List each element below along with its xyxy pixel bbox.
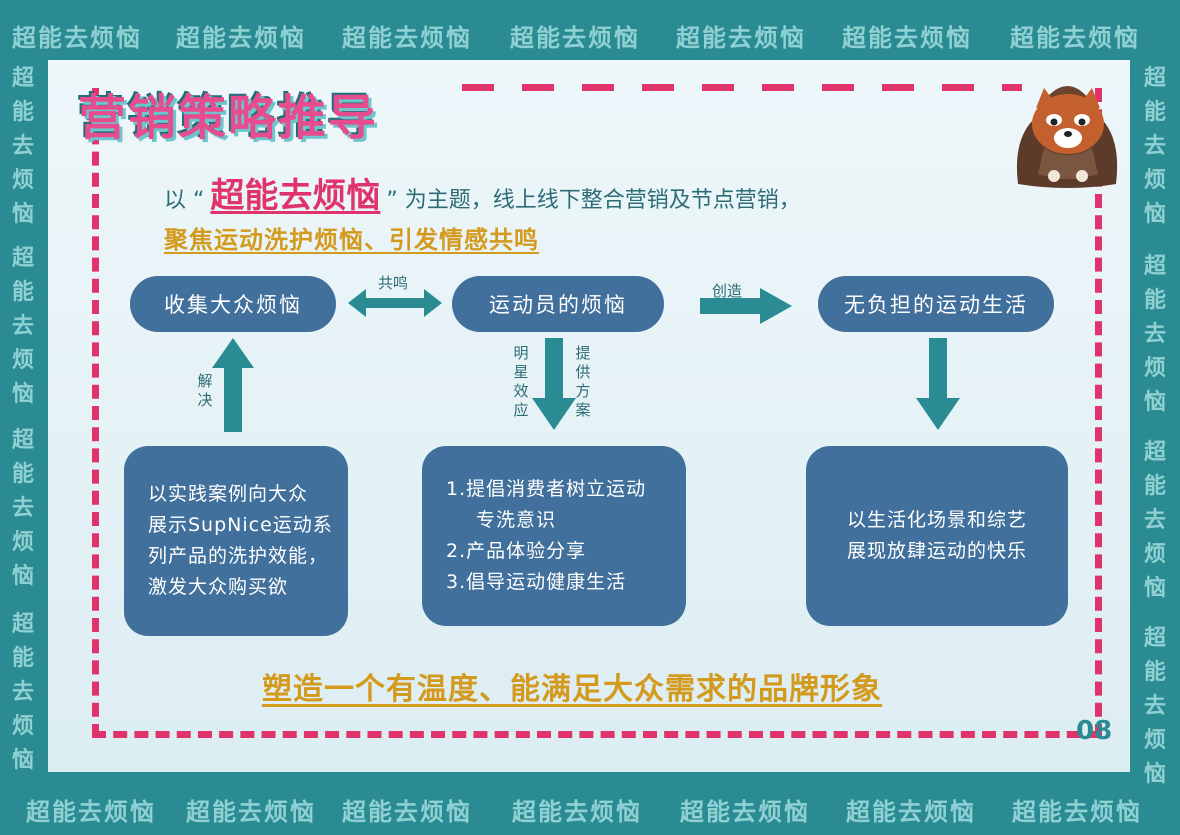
- edge-label-provide: 提供方案: [575, 344, 591, 419]
- card-left-line-1: 以实践案例向大众: [148, 483, 309, 505]
- watermark-left-2: 超能去烦恼: [11, 246, 34, 407]
- watermark-right-1: 超能去烦恼: [1143, 66, 1166, 227]
- theme-prefix: 以 “: [164, 188, 205, 213]
- dashed-frame: [92, 88, 1102, 738]
- red-panda-mascot-icon: [1016, 86, 1118, 188]
- arrow-resonance: [348, 289, 442, 317]
- card-middle-line-2: 专洗意识: [476, 509, 557, 531]
- watermark-bottom-7: 超能去烦恼: [1012, 798, 1142, 826]
- watermark-right-4: 超能去烦恼: [1143, 626, 1166, 787]
- dashed-frame-top: [462, 84, 1022, 91]
- node-athlete-troubles: 运动员的烦恼: [452, 276, 664, 332]
- card-proposals: 1.提倡消费者树立运动 专洗意识 2.产品体验分享 3.倡导运动健康生活: [422, 446, 686, 626]
- arrow-solve: [212, 338, 254, 432]
- page-title: 营销策略推导: [78, 90, 379, 146]
- watermark-left-4: 超能去烦恼: [11, 612, 34, 773]
- theme-line: 以 “超能去烦恼” 为主题，线上线下整合营销及节点营销，: [164, 168, 801, 217]
- watermark-bottom-6: 超能去烦恼: [846, 798, 976, 826]
- arrow-life-down: [916, 338, 960, 430]
- card-practice-cases: 以实践案例向大众 展示SupNice运动系 列产品的洗护效能， 激发大众购买欲: [124, 446, 348, 636]
- watermark-left-3: 超能去烦恼: [11, 428, 34, 589]
- watermark-bottom-1: 超能去烦恼: [26, 798, 156, 826]
- watermark-right-3: 超能去烦恼: [1143, 440, 1166, 601]
- watermark-bottom-3: 超能去烦恼: [342, 798, 472, 826]
- card-middle-line-3: 2.产品体验分享: [446, 540, 587, 562]
- theme-highlight: 超能去烦恼: [210, 176, 381, 216]
- arrow-athlete-down: [532, 338, 576, 430]
- card-middle-line-4: 3.倡导运动健康生活: [446, 571, 627, 593]
- watermark-bottom-4: 超能去烦恼: [512, 798, 642, 826]
- node-carefree-sports-life: 无负担的运动生活: [818, 276, 1054, 332]
- watermark-top-1: 超能去烦恼: [12, 24, 142, 52]
- card-left-line-2: 展示SupNice运动系: [148, 514, 333, 536]
- watermark-top-6: 超能去烦恼: [842, 24, 972, 52]
- focus-line: 聚焦运动洗护烦恼、引发情感共鸣: [164, 226, 539, 254]
- watermark-top-4: 超能去烦恼: [510, 24, 640, 52]
- watermark-bottom-5: 超能去烦恼: [680, 798, 810, 826]
- edge-label-create: 创造: [712, 282, 743, 300]
- brand-slogan: 塑造一个有温度、能满足大众需求的品牌形象: [262, 672, 882, 707]
- watermark-top-2: 超能去烦恼: [176, 24, 306, 52]
- card-right-line-2: 展现放肆运动的快乐: [846, 540, 1027, 562]
- watermark-top-3: 超能去烦恼: [342, 24, 472, 52]
- card-right-line-1: 以生活化场景和综艺: [846, 509, 1027, 531]
- node-collect-troubles: 收集大众烦恼: [130, 276, 336, 332]
- card-left-line-3: 列产品的洗护效能，: [148, 545, 329, 567]
- watermark-top-7: 超能去烦恼: [1010, 24, 1140, 52]
- theme-suffix: ” 为主题，线上线下整合营销及节点营销，: [386, 188, 801, 213]
- arrow-create: [700, 288, 792, 324]
- card-middle-line-1: 1.提倡消费者树立运动: [446, 478, 647, 500]
- watermark-bottom-2: 超能去烦恼: [186, 798, 316, 826]
- watermark-left-1: 超能去烦恼: [11, 66, 34, 227]
- card-left-line-4: 激发大众购买欲: [148, 576, 289, 598]
- edge-label-resonance: 共鸣: [378, 274, 409, 292]
- page-number: 08: [1076, 716, 1113, 746]
- watermark-top-5: 超能去烦恼: [676, 24, 806, 52]
- edge-label-solve: 解决: [197, 372, 213, 409]
- edge-label-star: 明星效应: [513, 344, 529, 419]
- watermark-right-2: 超能去烦恼: [1143, 254, 1166, 415]
- card-lifestyle-scenes: 以生活化场景和综艺 展现放肆运动的快乐: [806, 446, 1068, 626]
